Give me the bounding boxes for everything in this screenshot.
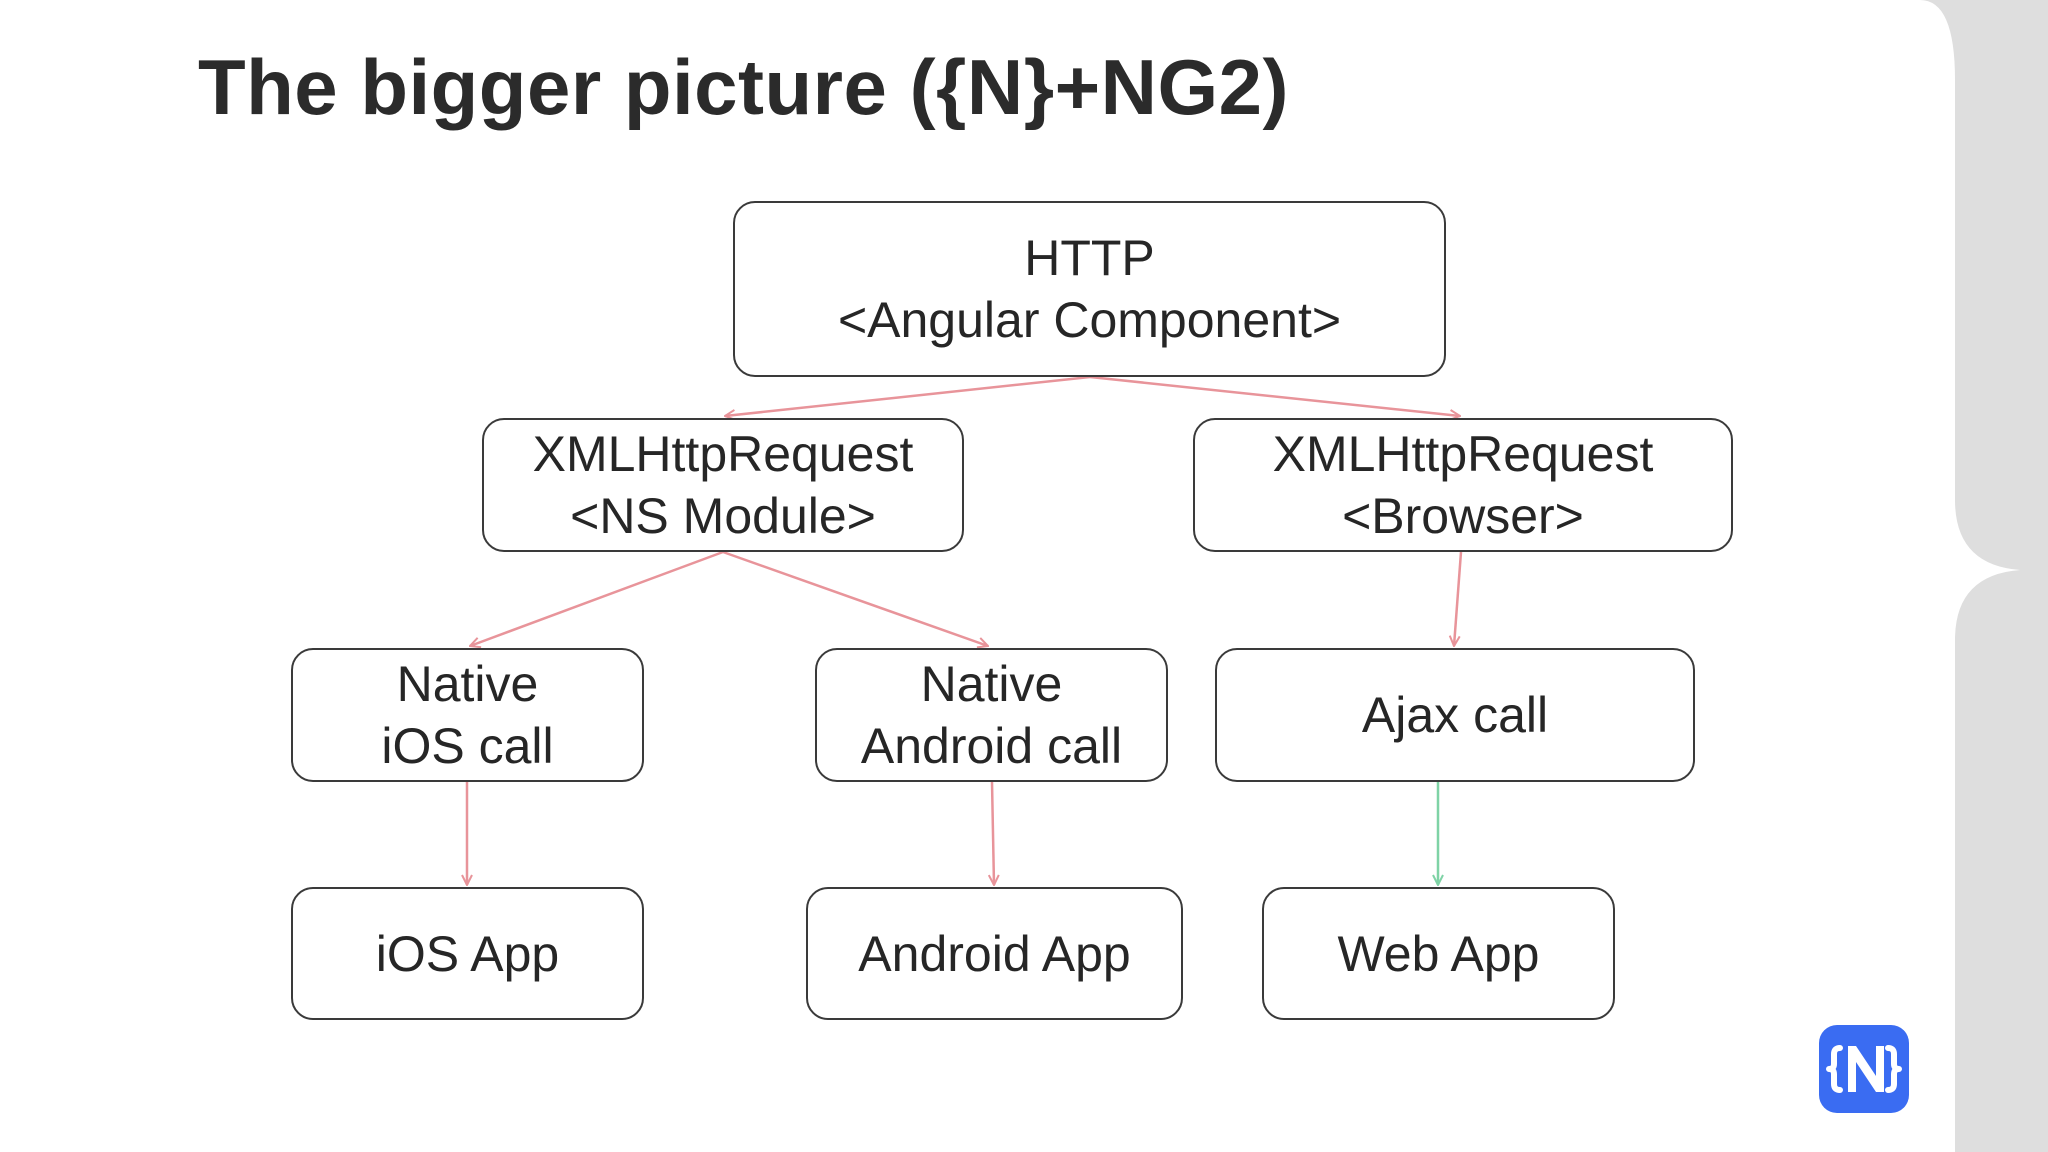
node-xhr-ns-line2: <NS Module>	[570, 488, 876, 544]
slide-title: The bigger picture ({N}+NG2)	[198, 43, 1289, 131]
node-ios-app: iOS App	[291, 887, 644, 1020]
node-http-angular-component: HTTP <Angular Component>	[733, 201, 1446, 377]
node-xhr-ns-line1: XMLHttpRequest	[532, 426, 914, 482]
node-ajax-line1: Ajax call	[1361, 687, 1549, 743]
node-android-app-line1: Android App	[858, 925, 1131, 982]
node-native-android-line1: Native	[920, 656, 1063, 712]
node-ajax-call: Ajax call	[1215, 648, 1695, 782]
node-android-app: Android App	[806, 887, 1183, 1020]
node-native-ios-line2: iOS call	[381, 718, 554, 774]
node-http-line1: HTTP	[1024, 230, 1155, 286]
node-web-app-line1: Web App	[1337, 925, 1540, 982]
node-native-android-line2: Android call	[860, 718, 1123, 774]
node-xhr-browser-line1: XMLHttpRequest	[1272, 426, 1654, 482]
node-ios-app-line1: iOS App	[375, 925, 560, 982]
node-xhr-ns-module: XMLHttpRequest <NS Module>	[482, 418, 964, 552]
nativescript-logo-icon	[1819, 1025, 1909, 1113]
node-xhr-browser-line2: <Browser>	[1342, 488, 1584, 544]
node-native-ios-call: Native iOS call	[291, 648, 644, 782]
node-web-app: Web App	[1262, 887, 1615, 1020]
node-native-android-call: Native Android call	[815, 648, 1168, 782]
node-native-ios-line1: Native	[396, 656, 539, 712]
node-xhr-browser: XMLHttpRequest <Browser>	[1193, 418, 1733, 552]
node-http-line2: <Angular Component>	[837, 292, 1342, 348]
